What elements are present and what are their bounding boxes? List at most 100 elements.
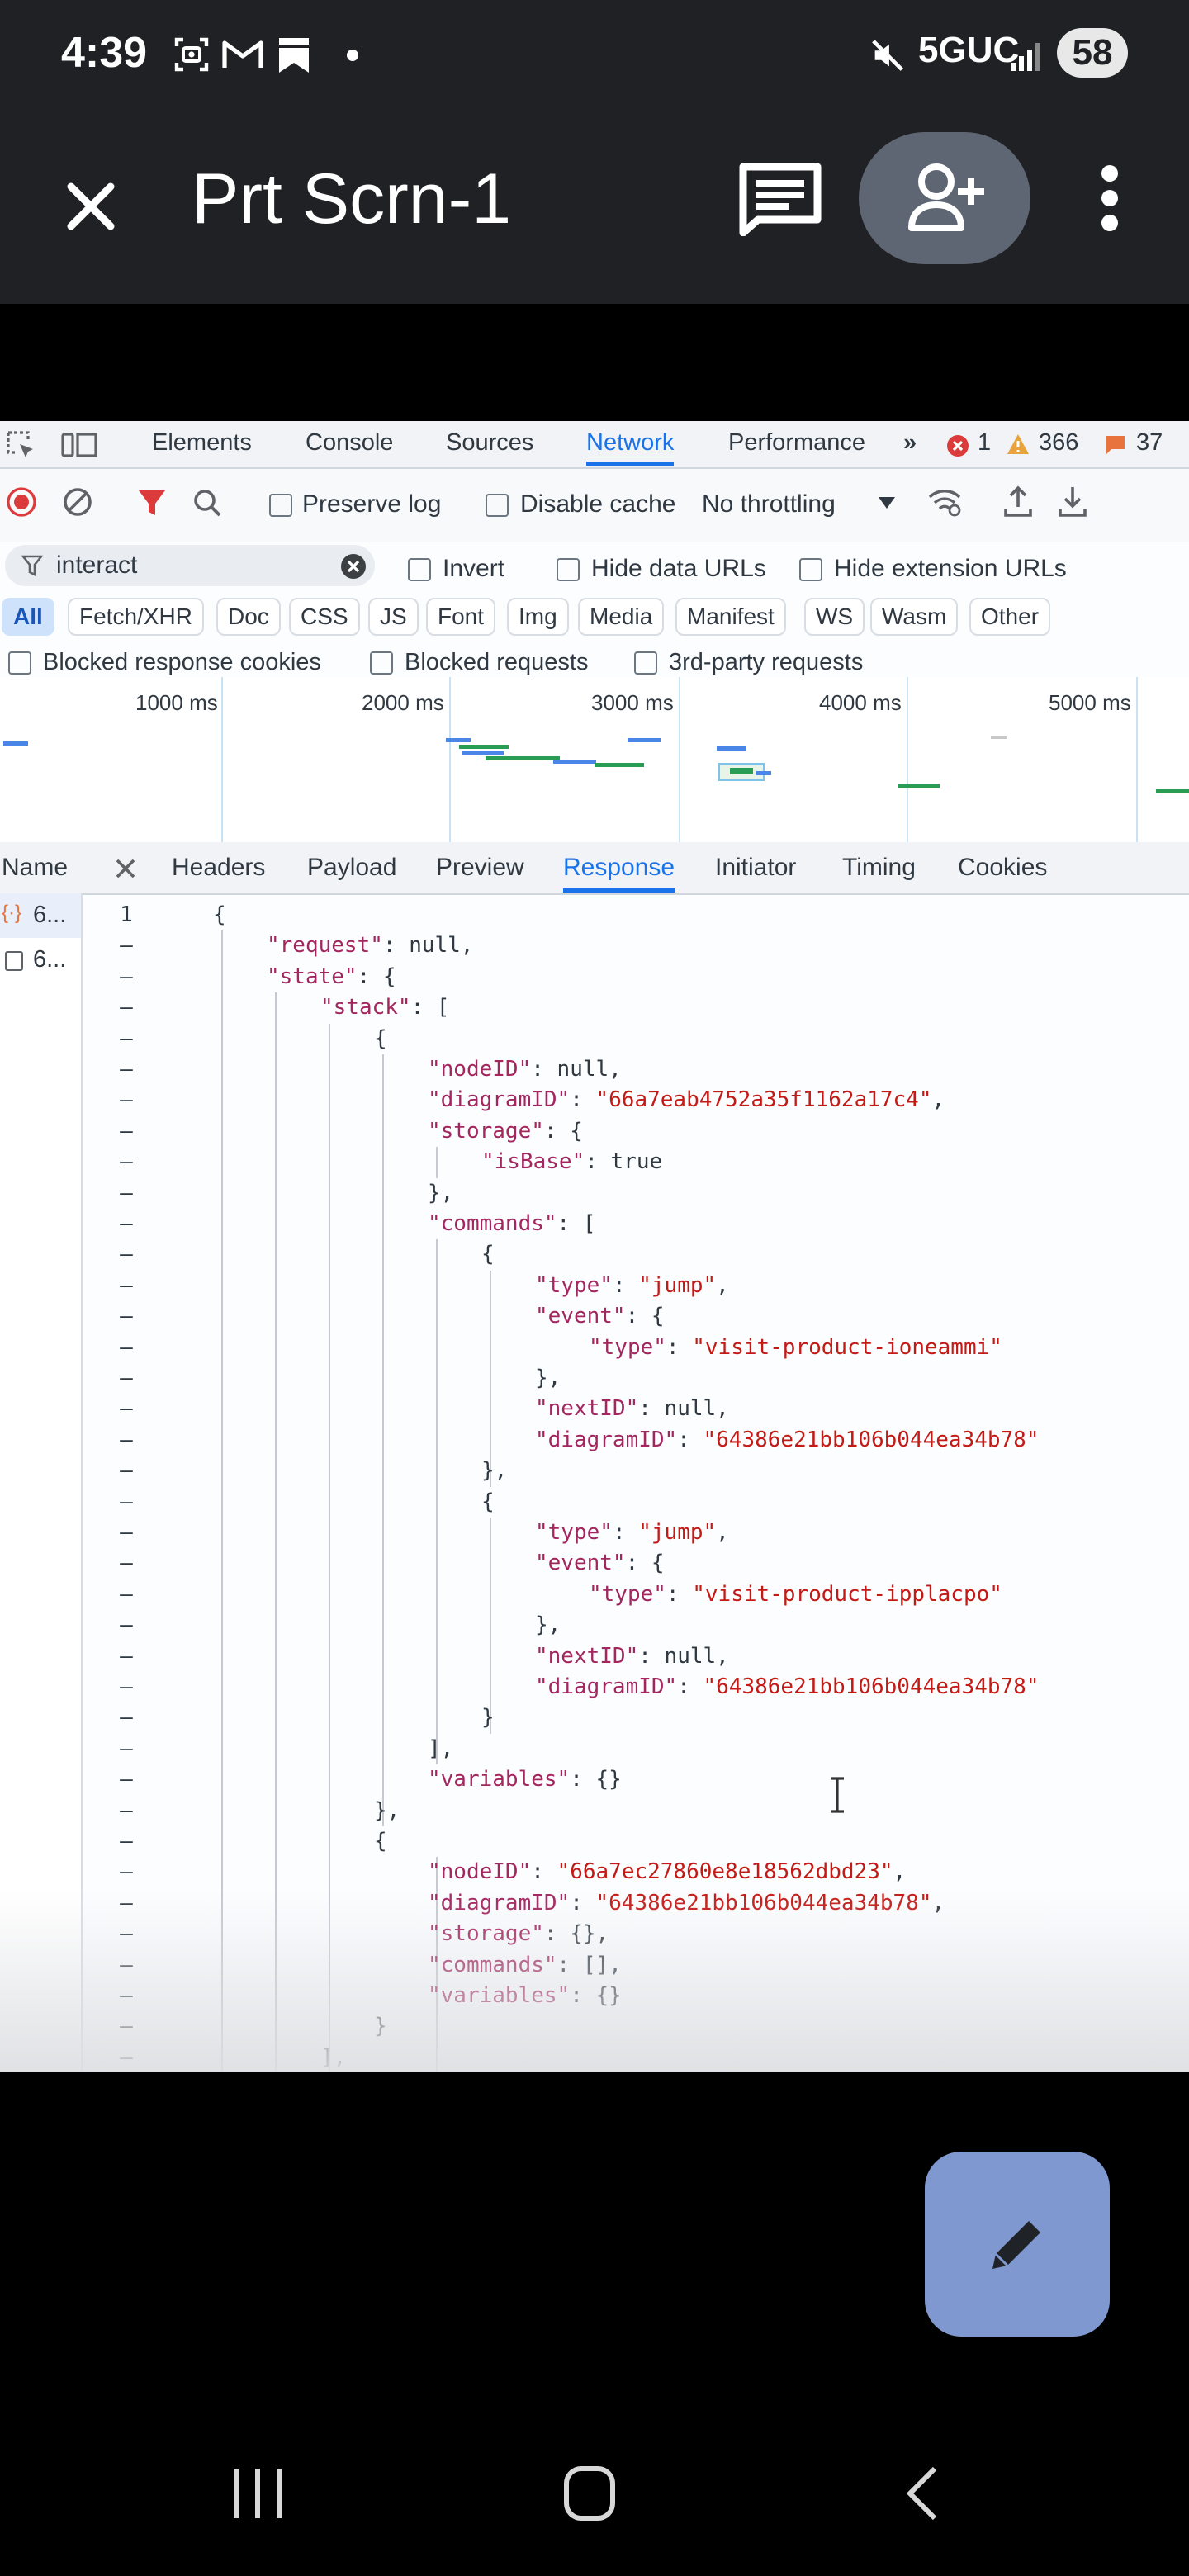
- clear-filter-icon[interactable]: [340, 553, 367, 580]
- add-person-button[interactable]: [859, 132, 1030, 264]
- more-vert-icon[interactable]: [1090, 162, 1131, 236]
- tab-performance[interactable]: Performance: [728, 429, 866, 456]
- invert-checkbox[interactable]: [408, 555, 431, 583]
- more-tabs-chevron[interactable]: »: [903, 429, 917, 456]
- hide-data-urls-checkbox[interactable]: [557, 555, 580, 583]
- close-icon[interactable]: [58, 173, 124, 239]
- line-number: –: [120, 1057, 133, 1082]
- json-key: "storage": [428, 1118, 544, 1144]
- timeline-label: 3000 ms: [591, 690, 674, 715]
- blocked-cookies-checkbox[interactable]: [8, 649, 31, 676]
- chip-fetch-xhr[interactable]: Fetch/XHR: [68, 598, 204, 636]
- code-line: –},: [81, 1178, 1189, 1209]
- chip-wasm[interactable]: Wasm: [870, 598, 959, 636]
- tab-timing[interactable]: Timing: [842, 854, 916, 881]
- tab-initiator[interactable]: Initiator: [715, 854, 797, 881]
- filter-funnel-icon[interactable]: [137, 489, 167, 517]
- code-line: 1{: [81, 900, 1189, 930]
- indent-guide: [436, 1147, 438, 1178]
- json-key: "isBase": [481, 1149, 585, 1175]
- json-string: "jump": [638, 1520, 717, 1545]
- tab-preview[interactable]: Preview: [436, 854, 524, 881]
- json-punct: : null,: [382, 933, 474, 959]
- chip-all[interactable]: All: [2, 598, 54, 636]
- add-person-icon: [908, 163, 984, 231]
- network-timeline[interactable]: 1000 ms 2000 ms 3000 ms 4000 ms 5000 ms: [0, 677, 1189, 844]
- screenshot-icon: [174, 37, 209, 72]
- chip-font[interactable]: Font: [426, 598, 496, 636]
- line-number: –: [120, 1674, 133, 1699]
- code-line: –}: [81, 1702, 1189, 1733]
- json-punct: },: [535, 1366, 561, 1390]
- response-viewer[interactable]: 1{–"request": null,–"state": {–"stack": …: [81, 893, 1189, 2072]
- json-punct: ],: [428, 1735, 454, 1761]
- recents-icon[interactable]: [216, 2444, 299, 2543]
- record-icon[interactable]: [7, 487, 36, 517]
- json-punct: : [: [557, 1211, 596, 1236]
- export-har-icon[interactable]: [1059, 485, 1087, 517]
- preserve-log-checkbox[interactable]: [269, 490, 292, 519]
- search-icon[interactable]: [193, 489, 221, 517]
- code-line: –"storage": {: [81, 1116, 1189, 1147]
- json-punct: : null,: [638, 1396, 729, 1422]
- indent-guide: [382, 1054, 384, 1826]
- tab-elements[interactable]: Elements: [152, 429, 252, 456]
- network-conditions-icon[interactable]: [926, 485, 963, 519]
- list-item[interactable]: 6...: [0, 938, 81, 983]
- line-number: –: [120, 1643, 133, 1669]
- code-line: –"state": {: [81, 962, 1189, 992]
- json-punct: :: [677, 1427, 703, 1452]
- inspect-icon[interactable]: [7, 431, 36, 459]
- code-line: –"stack": [: [81, 992, 1189, 1023]
- disable-cache-checkbox[interactable]: [486, 490, 509, 519]
- dot-icon: [347, 50, 358, 61]
- gmail-icon: [222, 40, 263, 68]
- name-column-header[interactable]: Name: [2, 854, 69, 881]
- close-details-icon[interactable]: [114, 857, 137, 880]
- tab-console[interactable]: Console: [306, 429, 394, 456]
- chip-doc[interactable]: Doc: [216, 598, 281, 636]
- edit-fab[interactable]: [925, 2152, 1110, 2337]
- json-key: "diagramID": [535, 1674, 678, 1699]
- json-key: "type": [535, 1520, 613, 1545]
- chip-manifest[interactable]: Manifest: [675, 598, 786, 636]
- code-text: "diagramID": "66a7eab4752a35f1162a17c4",: [428, 1085, 945, 1115]
- chip-img[interactable]: Img: [507, 598, 569, 636]
- json-string: "64386e21bb106b044ea34b78": [703, 1674, 1040, 1699]
- list-item[interactable]: {·} 6...: [0, 893, 81, 938]
- comment-icon[interactable]: [738, 162, 822, 236]
- tab-payload[interactable]: Payload: [307, 854, 397, 881]
- document-icon: [5, 951, 23, 971]
- line-number: –: [120, 1581, 133, 1607]
- import-har-icon[interactable]: [1004, 485, 1032, 517]
- blocked-requests-checkbox[interactable]: [370, 649, 393, 676]
- device-toolbar-icon[interactable]: [61, 431, 97, 459]
- chip-ws[interactable]: WS: [804, 598, 865, 636]
- timeline-label: 5000 ms: [1049, 690, 1131, 715]
- line-number: –: [120, 1551, 133, 1576]
- chip-js[interactable]: JS: [368, 598, 419, 636]
- screenshot-image[interactable]: Elements Console Sources Network Perform…: [0, 421, 1189, 2072]
- tab-headers[interactable]: Headers: [172, 854, 266, 881]
- code-text: "nodeID": null,: [428, 1054, 622, 1085]
- hide-extension-urls-checkbox[interactable]: [799, 555, 822, 583]
- tab-network[interactable]: Network: [586, 429, 675, 466]
- third-party-requests-checkbox[interactable]: [634, 649, 657, 676]
- home-icon[interactable]: [548, 2444, 631, 2543]
- filter-input[interactable]: interact: [5, 545, 375, 586]
- throttling-select[interactable]: No throttling: [702, 490, 836, 518]
- clear-icon[interactable]: [63, 487, 92, 517]
- tab-cookies[interactable]: Cookies: [958, 854, 1048, 881]
- chip-css[interactable]: CSS: [289, 598, 360, 636]
- tab-sources[interactable]: Sources: [446, 429, 534, 456]
- warning-icon: [1007, 434, 1029, 454]
- tab-response[interactable]: Response: [563, 854, 675, 893]
- chip-media[interactable]: Media: [578, 598, 665, 636]
- code-line: –"nodeID": "66a7ec27860e8e18562dbd23",: [81, 1857, 1189, 1887]
- line-number: –: [120, 1087, 133, 1113]
- devtools-top-tabs: Elements Console Sources Network Perform…: [0, 421, 1189, 469]
- chip-other[interactable]: Other: [969, 598, 1051, 636]
- back-icon[interactable]: [880, 2444, 963, 2543]
- status-bar: 4:39 5GUC 58: [0, 0, 1189, 107]
- json-key: "type": [589, 1334, 666, 1360]
